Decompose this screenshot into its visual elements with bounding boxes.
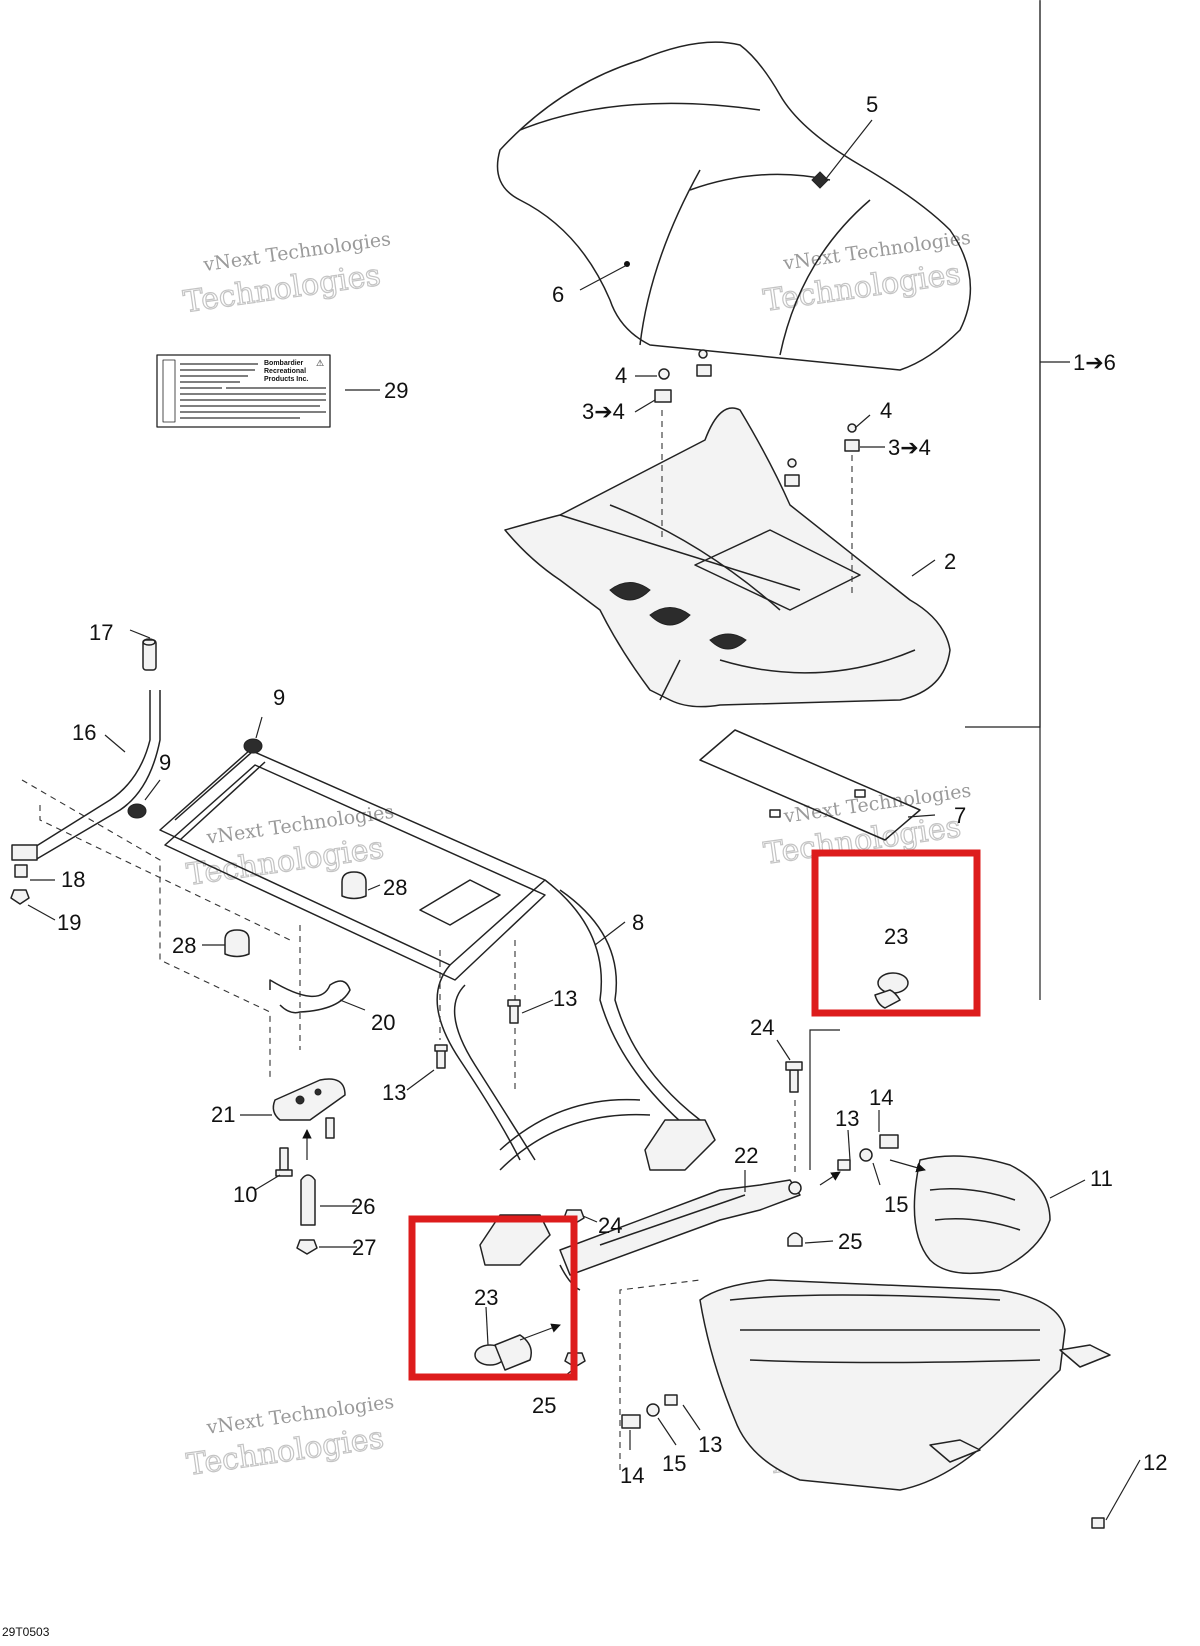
- callout-29: 29: [384, 378, 408, 403]
- callout-13: 13: [382, 1080, 406, 1105]
- callout-28: 28: [172, 933, 196, 958]
- callout-26: 26: [351, 1194, 375, 1219]
- callout-15: 15: [884, 1192, 908, 1217]
- callout-10: 10: [233, 1182, 257, 1207]
- decal-brand-line-3: Products Inc.: [264, 376, 308, 383]
- callout-25: 25: [838, 1229, 862, 1254]
- callout-12: 12: [1143, 1450, 1167, 1475]
- callout-21: 21: [211, 1102, 235, 1127]
- callout-2: 2: [944, 549, 956, 574]
- assembly-guides: [21, 779, 840, 1470]
- callout-24: 24: [598, 1213, 622, 1238]
- watermark-1: vNext Technologies Technologies: [181, 228, 392, 321]
- bushing-lower: [474, 1334, 532, 1371]
- callout-19: 19: [57, 910, 81, 935]
- callout-8: 8: [632, 910, 644, 935]
- decal-brand-line-2: Recreational: [264, 368, 306, 375]
- callout-3-to-4: 3➔4: [582, 399, 625, 424]
- callout-15: 15: [662, 1451, 686, 1476]
- callout-3-to-4: 3➔4: [888, 435, 931, 460]
- handle-rod: [10, 690, 161, 905]
- watermark-4: vNext Technologies Technologies: [761, 780, 972, 873]
- seat-cover: [496, 41, 972, 371]
- callout-23: 23: [884, 924, 908, 949]
- assembly-arrows: [519, 1159, 926, 1341]
- callout-13: 13: [553, 986, 577, 1011]
- callout-9: 9: [273, 685, 285, 710]
- mount-bracket: [272, 1078, 346, 1255]
- group-bracket: 1➔6: [1039, 0, 1116, 1000]
- callout-7: 7: [954, 803, 966, 828]
- bumpers-small: [127, 638, 367, 958]
- callout-5: 5: [866, 92, 878, 117]
- callout-17: 17: [89, 620, 113, 645]
- decal-brand-line-1: Bombardier: [264, 360, 304, 367]
- callout-4: 4: [880, 398, 892, 423]
- watermark-5: vNext Technologies Technologies: [184, 1391, 395, 1484]
- highlight-box-lower: [408, 1215, 578, 1381]
- frame: [159, 744, 716, 1266]
- callout-27: 27: [352, 1235, 376, 1260]
- callout-13: 13: [698, 1432, 722, 1457]
- callout-16: 16: [72, 720, 96, 745]
- callouts: 5 6 29 4 3➔4 4 3➔4 2 17 9 16 9 7 18 28 1…: [57, 92, 1167, 1488]
- callout-14: 14: [869, 1085, 893, 1110]
- diagram-code: 29T0503: [2, 1625, 50, 1639]
- mat: [699, 729, 921, 841]
- bumper: [699, 1155, 1111, 1491]
- callout-18: 18: [61, 867, 85, 892]
- seat-fasteners: [654, 349, 860, 595]
- callout-13: 13: [835, 1106, 859, 1131]
- callout-20: 20: [371, 1010, 395, 1035]
- bushing-upper: [874, 972, 909, 1009]
- callout-22: 22: [734, 1143, 758, 1168]
- callout-25: 25: [532, 1393, 556, 1418]
- bracket-line: [965, 1, 1041, 728]
- watermark-2: vNext Technologies Technologies: [761, 227, 972, 320]
- callout-6: 6: [552, 282, 564, 307]
- range-label: 1➔6: [1073, 350, 1116, 375]
- callout-9: 9: [159, 750, 171, 775]
- callout-24: 24: [750, 1015, 774, 1040]
- footrest-bar: [559, 1179, 802, 1291]
- small-fasteners: [434, 999, 1105, 1529]
- warning-triangle-icon: ⚠: [316, 358, 324, 368]
- watermark-3: vNext Technologies Technologies: [184, 801, 395, 894]
- leader-lines: [27, 119, 1141, 1521]
- callout-4: 4: [615, 363, 627, 388]
- seat-base: [504, 407, 951, 708]
- warning-decal: Bombardier Recreational Products Inc. ⚠: [156, 354, 331, 428]
- callout-23: 23: [474, 1285, 498, 1310]
- callout-14: 14: [620, 1463, 644, 1488]
- highlight-box-upper: [811, 849, 981, 1017]
- callout-11: 11: [1090, 1166, 1113, 1191]
- callout-28: 28: [383, 875, 407, 900]
- spring-clip: [269, 979, 351, 1014]
